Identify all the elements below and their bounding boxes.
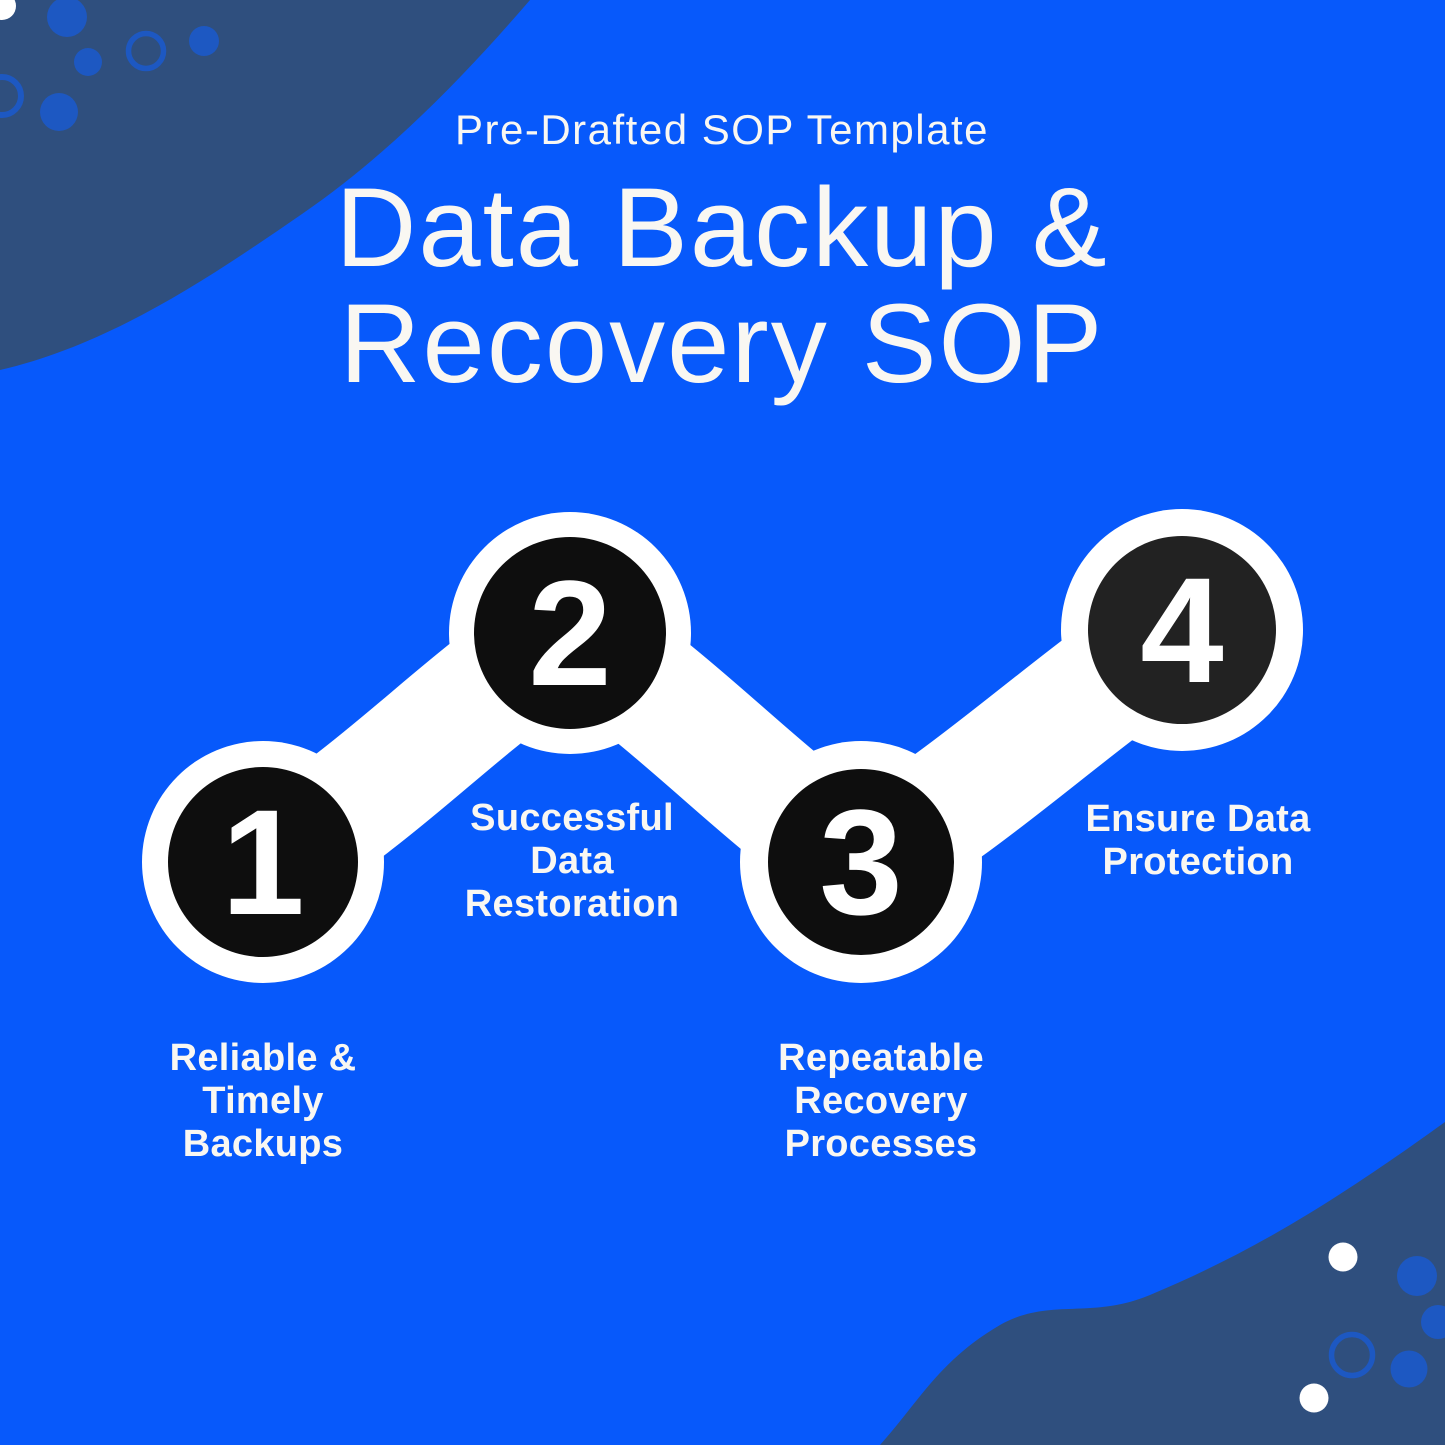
decor-dot xyxy=(1397,1256,1437,1296)
step-3-number: 3 xyxy=(819,778,903,946)
step-3-label-line: Processes xyxy=(784,1123,978,1165)
page-title: Data Backup & Recovery SOP xyxy=(335,165,1109,407)
step-4-label: Ensure Data Protection xyxy=(1085,798,1310,884)
decor-ring xyxy=(125,30,167,72)
step-circles xyxy=(168,536,1276,957)
step-4-label-line: Ensure Data xyxy=(1085,798,1311,840)
step-4-number: 4 xyxy=(1140,546,1224,714)
decor-ring xyxy=(0,74,24,118)
step-2-label-line: Successful xyxy=(470,797,674,839)
page-subtitle: Pre-Drafted SOP Template xyxy=(454,106,990,153)
decor-ring xyxy=(1328,1331,1376,1379)
decor-dot xyxy=(47,0,87,37)
decor-dot xyxy=(74,48,102,76)
step-4-label-line: Protection xyxy=(1102,841,1294,883)
page-title-line-2: Recovery SOP xyxy=(339,281,1105,407)
step-2-label-line: Data xyxy=(530,840,614,882)
decor-dot xyxy=(1390,1350,1428,1388)
step-2-number: 2 xyxy=(528,549,612,717)
step-2-circle xyxy=(474,537,666,729)
decor-dot-white xyxy=(1328,1242,1358,1272)
step-1-circle xyxy=(168,767,358,957)
step-3-circle xyxy=(768,769,954,955)
step-3-label-line: Recovery xyxy=(794,1080,968,1122)
step-1-label-line: Reliable & xyxy=(169,1037,357,1079)
step-1-label-line: Backups xyxy=(182,1123,344,1165)
top-left-blob xyxy=(0,0,530,370)
step-3-label: Repeatable Recovery Processes xyxy=(778,1037,984,1166)
decor-dot xyxy=(40,93,78,131)
step-3-label-line: Repeatable xyxy=(778,1037,984,1079)
step-4-circle xyxy=(1088,536,1276,724)
step-2-label: Successful Data Restoration xyxy=(465,797,679,926)
bottom-right-decor-dots xyxy=(1299,1242,1445,1413)
decor-dot xyxy=(189,26,219,56)
decor-dot-white xyxy=(1299,1383,1329,1413)
step-1-label-line: Timely xyxy=(202,1080,324,1122)
top-left-decor-dots xyxy=(0,0,219,131)
corner-white-dot xyxy=(0,0,16,20)
page-title-line-1: Data Backup & xyxy=(335,165,1109,290)
decor-dot xyxy=(1421,1305,1445,1339)
step-1-label: Reliable & Timely Backups xyxy=(170,1037,357,1166)
step-1-number: 1 xyxy=(221,778,305,946)
step-2-label-line: Restoration xyxy=(464,883,680,925)
bottom-right-blob xyxy=(880,1122,1445,1445)
